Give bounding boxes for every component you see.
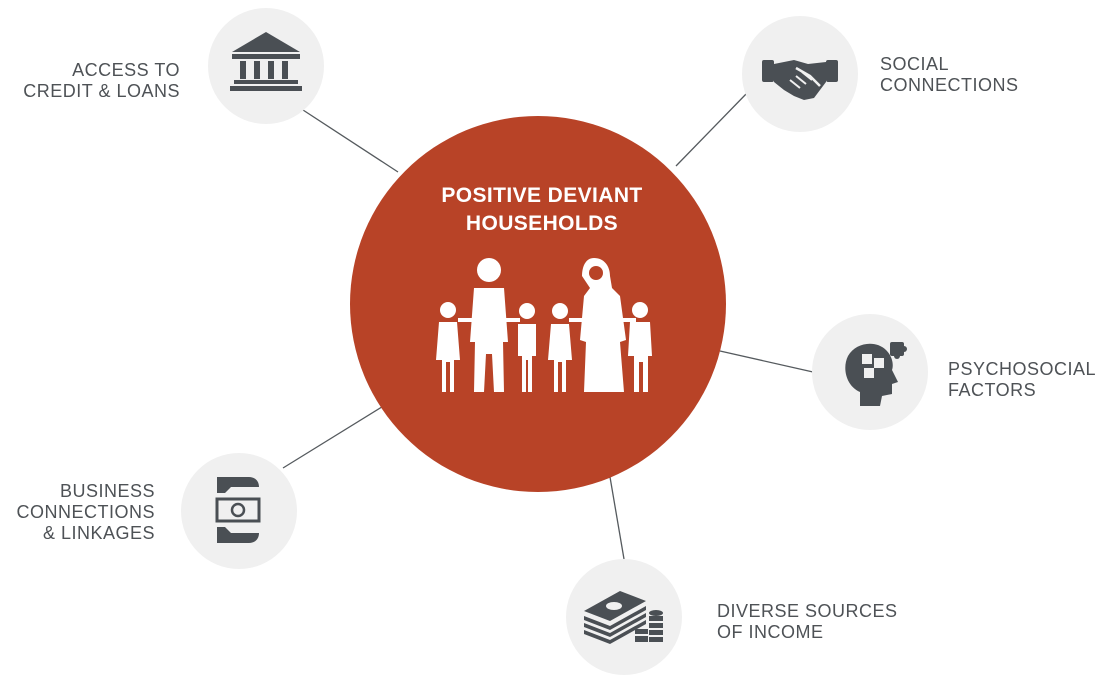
label-psycho-line-1: PSYCHOSOCIAL (948, 359, 1097, 379)
connectors (282, 91, 814, 560)
label-business-line-3: & LINKAGES (42, 523, 155, 543)
label-business-line-2: CONNECTIONS (16, 502, 155, 522)
center-title: POSITIVE DEVIANT HOUSEHOLDS (392, 182, 692, 238)
node-circle-business (181, 453, 297, 569)
center-title-line-2: HOUSEHOLDS (465, 212, 619, 235)
label-social: SOCIAL CONNECTIONS (880, 54, 1019, 96)
connector-business (282, 404, 386, 469)
label-credit-line-1: ACCESS TO (72, 60, 180, 80)
label-credit: ACCESS TO CREDIT & LOANS (23, 60, 180, 102)
label-business-line-1: BUSINESS (59, 481, 155, 501)
head-puzzle-icon (845, 342, 907, 406)
center-title-line-1: POSITIVE DEVIANT (441, 184, 643, 207)
label-income: DIVERSE SOURCES OF INCOME (717, 601, 898, 643)
bank-icon (230, 32, 302, 91)
connector-social (675, 91, 749, 167)
connector-credit (302, 109, 399, 173)
connector-income (609, 476, 625, 560)
node-circle-income (566, 559, 682, 675)
node-circle-credit (208, 8, 324, 124)
money-stack-icon (584, 591, 663, 644)
handshake-icon (762, 60, 838, 100)
label-social-line-2: CONNECTIONS (880, 75, 1019, 95)
family-icon (436, 258, 652, 392)
center-circle (350, 116, 726, 492)
connector-psycho (719, 350, 814, 373)
label-income-line-1: DIVERSE SOURCES (717, 601, 898, 621)
label-psycho: PSYCHOSOCIAL FACTORS (948, 359, 1096, 401)
label-social-line-1: SOCIAL (880, 54, 950, 74)
label-business: BUSINESS CONNECTIONS & LINKAGES (16, 481, 155, 544)
label-psycho-line-2: FACTORS (948, 380, 1037, 400)
label-credit-line-2: CREDIT & LOANS (23, 81, 180, 101)
label-income-line-2: OF INCOME (717, 622, 824, 642)
hands-money-icon (215, 477, 261, 543)
